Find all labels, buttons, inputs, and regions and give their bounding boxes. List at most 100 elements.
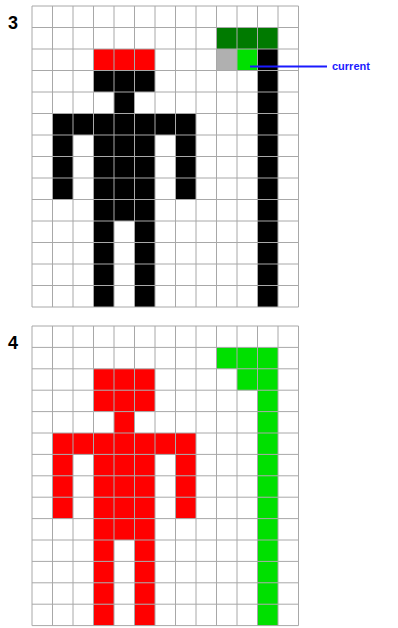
- pixel-cell: [237, 28, 258, 50]
- pixel-cell: [53, 178, 74, 200]
- grid-line: [32, 264, 299, 265]
- pixel-cell: [94, 604, 115, 625]
- pixel-cell: [53, 476, 74, 497]
- pixel-cell: [114, 412, 135, 433]
- pixel-cell: [258, 604, 279, 625]
- panel-number: 4: [8, 334, 18, 352]
- grid-line: [32, 604, 299, 605]
- pixel-cell: [135, 561, 156, 582]
- grid-line: [32, 135, 299, 136]
- pixel-cell: [94, 178, 115, 200]
- pixel-cell: [94, 286, 115, 308]
- grid-line: [32, 347, 299, 348]
- grid-line: [32, 561, 299, 562]
- pixel-cell: [135, 135, 156, 157]
- pixel-cell: [94, 497, 115, 518]
- pixel-cell: [135, 114, 156, 136]
- grid-line: [32, 199, 299, 200]
- pixel-cell: [114, 92, 135, 114]
- pixel-cell: [258, 583, 279, 604]
- pixel-cell: [114, 497, 135, 518]
- pixel-cell: [94, 390, 115, 411]
- pixel-cell: [94, 114, 115, 136]
- pixel-cell: [135, 369, 156, 390]
- pixel-cell: [114, 178, 135, 200]
- pixel-cell: [258, 28, 279, 50]
- pixel-cell: [176, 433, 197, 454]
- pixel-cell: [53, 135, 74, 157]
- pixel-cell: [258, 71, 279, 93]
- grid-line: [32, 6, 299, 7]
- pixel-cell: [258, 369, 279, 390]
- grid-line: [32, 518, 299, 519]
- pixel-cell: [217, 347, 238, 368]
- pixel-cell: [114, 200, 135, 222]
- pixel-cell: [114, 454, 135, 475]
- pixel-cell: [94, 264, 115, 286]
- pixel-cell: [258, 200, 279, 222]
- pixel-cell: [94, 583, 115, 604]
- pixel-cell: [258, 412, 279, 433]
- pixel-cell: [114, 519, 135, 540]
- pixel-cell: [114, 114, 135, 136]
- leader-line: [250, 66, 327, 68]
- grid-line: [32, 411, 299, 412]
- pixel-cell: [135, 390, 156, 411]
- grid-line: [32, 49, 299, 50]
- pixel-cell: [258, 519, 279, 540]
- grid-line: [32, 540, 299, 541]
- pixel-cell: [94, 476, 115, 497]
- pixel-cell: [135, 540, 156, 561]
- grid-line: [32, 113, 299, 114]
- pixel-cell: [94, 200, 115, 222]
- pixel-cell: [155, 433, 176, 454]
- pixel-cell: [114, 157, 135, 179]
- pixel-cell: [114, 390, 135, 411]
- pixel-cell: [176, 476, 197, 497]
- pixel-cell: [135, 221, 156, 243]
- pixel-cell: [258, 286, 279, 308]
- pixel-cell: [258, 390, 279, 411]
- pixel-cell: [135, 433, 156, 454]
- pixel-cell: [53, 157, 74, 179]
- pixel-cell: [258, 221, 279, 243]
- pixel-cell: [176, 114, 197, 136]
- pixel-cell: [114, 71, 135, 93]
- pixel-cell: [94, 433, 115, 454]
- pixel-cell: [94, 540, 115, 561]
- callout-label: current: [332, 61, 370, 72]
- pixel-cell: [114, 433, 135, 454]
- grid-line: [32, 92, 299, 93]
- pixel-cell: [258, 561, 279, 582]
- grid-line: [32, 475, 299, 476]
- grid-line: [32, 178, 299, 179]
- pixel-cell: [114, 49, 135, 71]
- pixel-cell: [73, 433, 94, 454]
- pixel-cell: [237, 347, 258, 368]
- pixel-cell: [155, 114, 176, 136]
- pixel-cell: [114, 369, 135, 390]
- grid-line: [32, 582, 299, 583]
- grid-line: [32, 27, 299, 28]
- pixel-cell: [94, 519, 115, 540]
- pixel-cell: [258, 135, 279, 157]
- pixel-cell: [135, 200, 156, 222]
- grid-line: [32, 497, 299, 498]
- pixel-cell: [94, 243, 115, 265]
- pixel-cell: [53, 454, 74, 475]
- pixel-cell: [176, 157, 197, 179]
- pixel-cell: [135, 71, 156, 93]
- pixel-cell: [258, 92, 279, 114]
- pixel-cell: [217, 28, 238, 50]
- pixel-cell: [176, 454, 197, 475]
- pixel-cell: [258, 264, 279, 286]
- pixel-cell: [53, 114, 74, 136]
- pixel-cell: [94, 157, 115, 179]
- pixel-cell: [94, 454, 115, 475]
- pixel-cell: [258, 433, 279, 454]
- pixel-cell: [135, 178, 156, 200]
- pixel-cell: [53, 497, 74, 518]
- pixel-cell: [258, 497, 279, 518]
- grid-line: [32, 368, 299, 369]
